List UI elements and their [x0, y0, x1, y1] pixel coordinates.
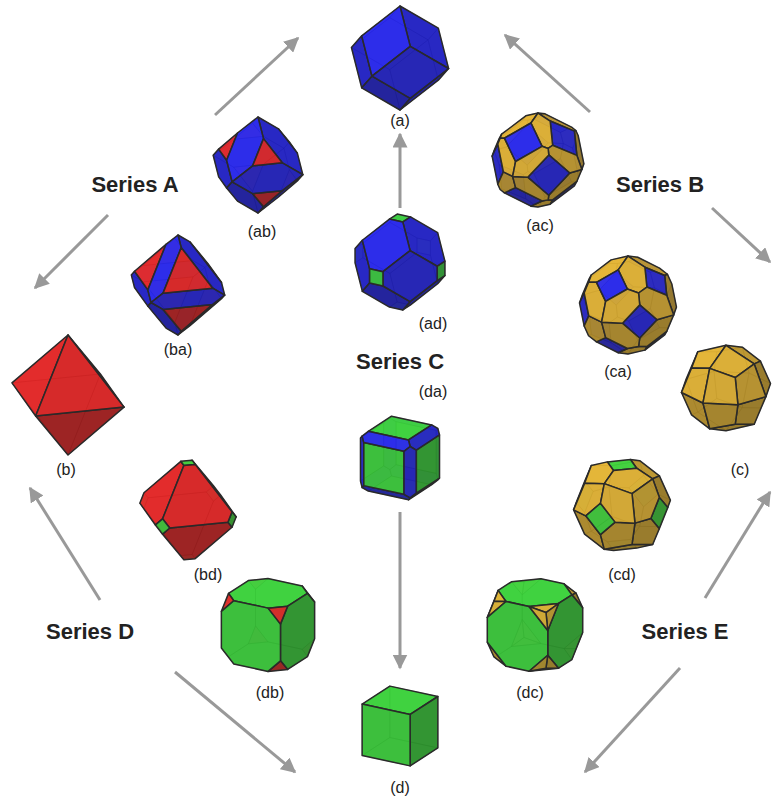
polyhedron-face [602, 289, 640, 323]
figure-label: (db) [254, 684, 286, 702]
series-arrow [585, 668, 680, 772]
polyhedron-face [632, 479, 659, 523]
label-holder: Series D [46, 619, 134, 644]
polyhedron [574, 460, 671, 551]
series-arrow [35, 215, 108, 288]
series-label: Series C [356, 349, 444, 374]
polyhedron-face [408, 425, 439, 450]
figure-label: (c) [729, 461, 752, 479]
label-holder: (d) [388, 779, 412, 797]
polyhedron-face [404, 446, 416, 497]
polyhedron-face [163, 464, 232, 528]
figure-label: (b) [54, 461, 78, 479]
label-holder: Series C [356, 349, 444, 374]
polyhedron-face [268, 606, 288, 624]
polyhedron-face [36, 335, 124, 416]
polyhedron [351, 6, 448, 110]
series-label: Series B [616, 172, 704, 197]
polyhedron-face [383, 251, 437, 302]
label-holder: (da) [417, 383, 449, 401]
polyhedron-face [370, 269, 383, 286]
figure-label: (da) [417, 383, 449, 401]
polyhedron [213, 117, 303, 213]
figure-label: (bd) [192, 566, 224, 584]
label-holder: (ac) [524, 217, 556, 235]
label-holder: Series A [91, 172, 178, 197]
figure-label: (ca) [602, 363, 634, 381]
figure-label: (ba) [162, 341, 194, 359]
polyhedron [487, 579, 582, 671]
figure-label: (ac) [524, 217, 556, 235]
polyhedron-face [253, 139, 283, 166]
polyhedron-face [163, 248, 213, 294]
figure-label: (d) [388, 779, 412, 797]
polyhedron-face [410, 696, 438, 765]
label-holder: (a) [388, 112, 412, 130]
polyhedron [362, 686, 438, 766]
polyhedron-face [362, 704, 410, 766]
figure-label: (ab) [246, 223, 278, 241]
label-holder: (bd) [192, 566, 224, 584]
polyhedron-face [494, 590, 506, 601]
series-label: Series D [46, 619, 134, 644]
polyhedron-face [155, 519, 169, 534]
series-arrow [399, 512, 402, 668]
polyhedron-face [529, 606, 548, 630]
series-arrow [712, 208, 770, 262]
label-holder: Series B [616, 172, 704, 197]
arrow-group [30, 35, 770, 772]
polyhedron-face [735, 364, 766, 405]
figure-label: (a) [388, 112, 412, 130]
label-holder: (dc) [514, 684, 546, 702]
series-label: Series A [91, 172, 178, 197]
polyhedron [140, 460, 236, 560]
polyhedron-face [513, 146, 549, 177]
label-holder: (cd) [606, 566, 638, 584]
polyhedron-face [703, 403, 738, 429]
series-arrow [705, 492, 770, 598]
label-holder: (c) [729, 461, 752, 479]
polyhedron-face [487, 601, 547, 671]
figure-label: (cd) [606, 566, 638, 584]
figure-label: (dc) [514, 684, 546, 702]
series-label: Series E [642, 619, 729, 644]
polyhedron-face [372, 46, 449, 98]
polyhedron-face [703, 368, 738, 404]
polyhedron-face [280, 593, 314, 669]
label-holder: (ad) [417, 315, 449, 333]
label-holder: (ca) [602, 363, 634, 381]
label-holder: (db) [254, 684, 286, 702]
series-arrow [175, 672, 295, 772]
label-holder: (ba) [162, 341, 194, 359]
polyhedron [580, 256, 677, 354]
polyhedron-face [529, 655, 548, 671]
polyhedron [355, 214, 445, 310]
series-arrow [399, 134, 402, 208]
polyhedron-face [232, 163, 303, 194]
polyhedron [221, 579, 314, 672]
polyhedra-group [12, 6, 771, 766]
polyhedron [681, 345, 770, 430]
series-arrow [215, 38, 298, 115]
polyhedron [492, 113, 584, 207]
label-holder: (b) [54, 461, 78, 479]
polyhedron-face [600, 484, 635, 523]
label-holder: (ab) [246, 223, 278, 241]
polyhedron [12, 335, 124, 455]
polyhedron-face [362, 431, 410, 451]
figure-label: (ad) [417, 315, 449, 333]
polyhedron [131, 235, 224, 335]
label-holder: Series E [642, 619, 729, 644]
polyhedron [360, 416, 439, 500]
series-arrow [505, 35, 590, 112]
series-arrow [30, 488, 100, 600]
